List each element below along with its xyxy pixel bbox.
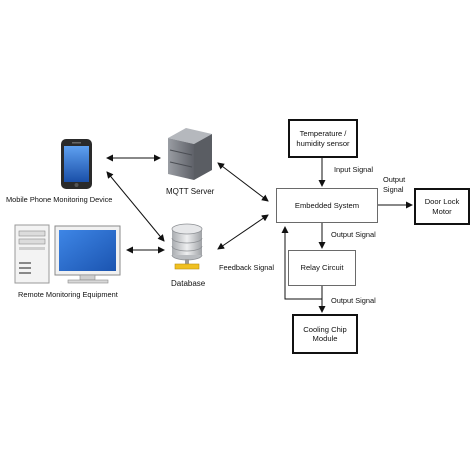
database-embedded-connector	[217, 214, 269, 250]
relay-circuit-box: Relay Circuit	[288, 250, 356, 286]
relay-circuit-label: Relay Circuit	[300, 263, 344, 273]
mqtt-embedded-connector	[217, 162, 269, 202]
database-label: Database	[171, 279, 206, 288]
embedded-system-box: Embedded System	[276, 188, 378, 223]
smartphone-icon	[61, 139, 92, 189]
sensor-line-1: Temperature /	[299, 129, 347, 139]
embedded-system-label: Embedded System	[294, 200, 360, 210]
cooling-chip-module-box: Cooling Chip Module	[292, 314, 358, 354]
output-signal-cooling-label: Output Signal	[331, 296, 376, 305]
desktop-computer-icon	[14, 224, 121, 284]
cooling-line-2: Module	[312, 334, 338, 343]
cooling-line-1: Cooling Chip	[303, 324, 347, 334]
phone-database-connector	[106, 171, 165, 242]
output-signal-door-label-line1: Output	[383, 175, 406, 184]
door-lock-line-1: Door Lock	[424, 197, 460, 207]
database-cylinder-icon	[171, 223, 203, 270]
output-signal-relay-label: Output Signal	[331, 230, 376, 239]
door-lock-line-2: Motor	[432, 206, 452, 216]
sensor-line-2: humidity sensor	[296, 138, 350, 148]
server-tower-icon	[168, 128, 212, 180]
feedback-signal-label: Feedback Signal	[219, 263, 275, 272]
feedback-loop-arrow	[281, 226, 322, 300]
input-signal-label: Input Signal	[334, 165, 374, 174]
mqtt-server-label: MQTT Server	[166, 187, 215, 196]
output-signal-door-label-line2: Signal	[383, 185, 404, 194]
temperature-humidity-sensor-box: Temperature / humidity sensor	[288, 119, 358, 158]
remote-equipment-label: Remote Monitoring Equipment	[18, 290, 118, 299]
door-lock-motor-box: Door Lock Motor	[414, 188, 470, 225]
mobile-device-label: Mobile Phone Monitoring Device	[6, 195, 113, 204]
